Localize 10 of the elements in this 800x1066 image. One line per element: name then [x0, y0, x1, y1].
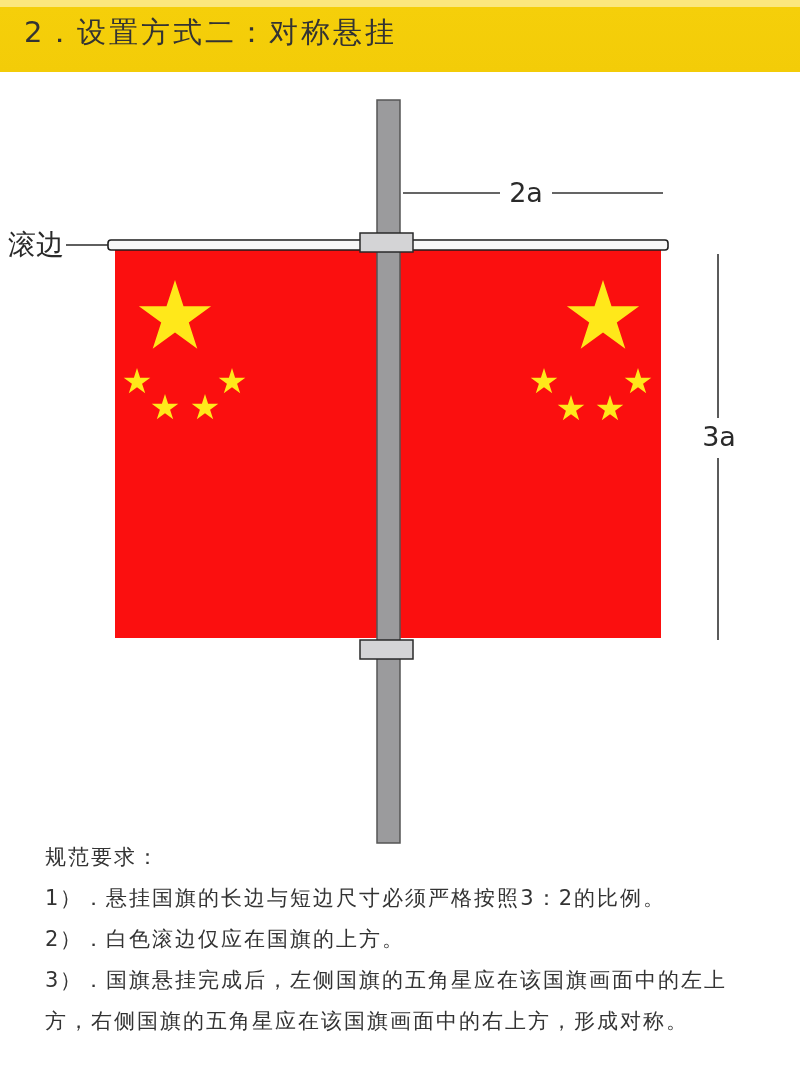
dimension-label: 2a [509, 177, 543, 209]
requirements-heading: 规范要求： [45, 844, 161, 871]
requirement-text: 1）．悬挂国旗的长边与短边尺寸必须严格按照3：2的比例。 [45, 885, 668, 912]
dimension-label: 3a [702, 421, 736, 453]
requirement-text: 2）．白色滚边仅应在国旗的上方。 [45, 926, 407, 953]
requirement-text: 3）．国旗悬挂完成后，左侧国旗的五角星应在该国旗画面中的左上方，右侧国旗的五角星应在该国旗画面中的右上方，形成对称。 [45, 967, 729, 1035]
callout-label: 滚边 [8, 226, 64, 264]
title: 2．设置方式二：对称悬挂 [24, 14, 398, 50]
leader-line [65, 244, 109, 246]
binding-strip [107, 239, 669, 251]
